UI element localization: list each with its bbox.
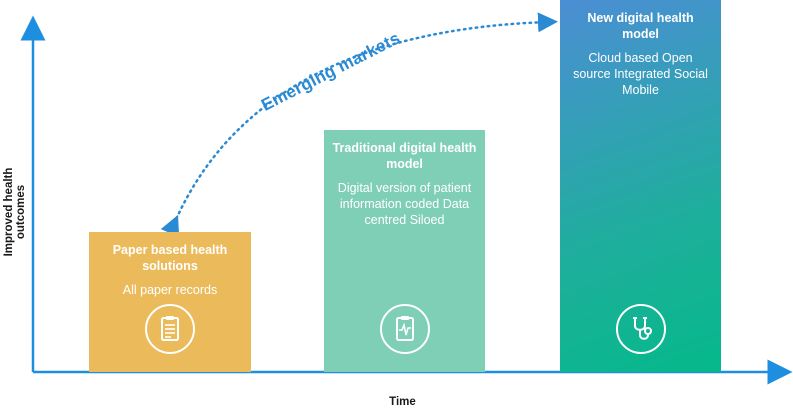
stage-paper-based: Paper based health solutions All paper r…	[89, 232, 251, 372]
digital-record-icon	[379, 304, 430, 354]
stage-new-digital: New digital health model Cloud based Ope…	[560, 0, 721, 372]
stage-description: All paper records	[122, 283, 218, 297]
stage-description: Cloud based Open source Integrated Socia…	[573, 51, 708, 97]
stage-traditional-digital: Traditional digital health model Digital…	[324, 130, 485, 372]
y-axis-label: Improved health outcomes	[3, 167, 27, 257]
stage-title: Paper based health solutions	[112, 243, 228, 273]
stethoscope-icon	[615, 304, 666, 354]
stage-title: Traditional digital health model	[332, 141, 477, 171]
stage-description: Digital version of patient information c…	[337, 181, 472, 227]
clipboard-icon	[145, 304, 195, 354]
x-axis-label: Time	[389, 396, 416, 408]
stage-title: New digital health model	[587, 11, 694, 41]
emerging-markets-arc	[160, 12, 558, 238]
